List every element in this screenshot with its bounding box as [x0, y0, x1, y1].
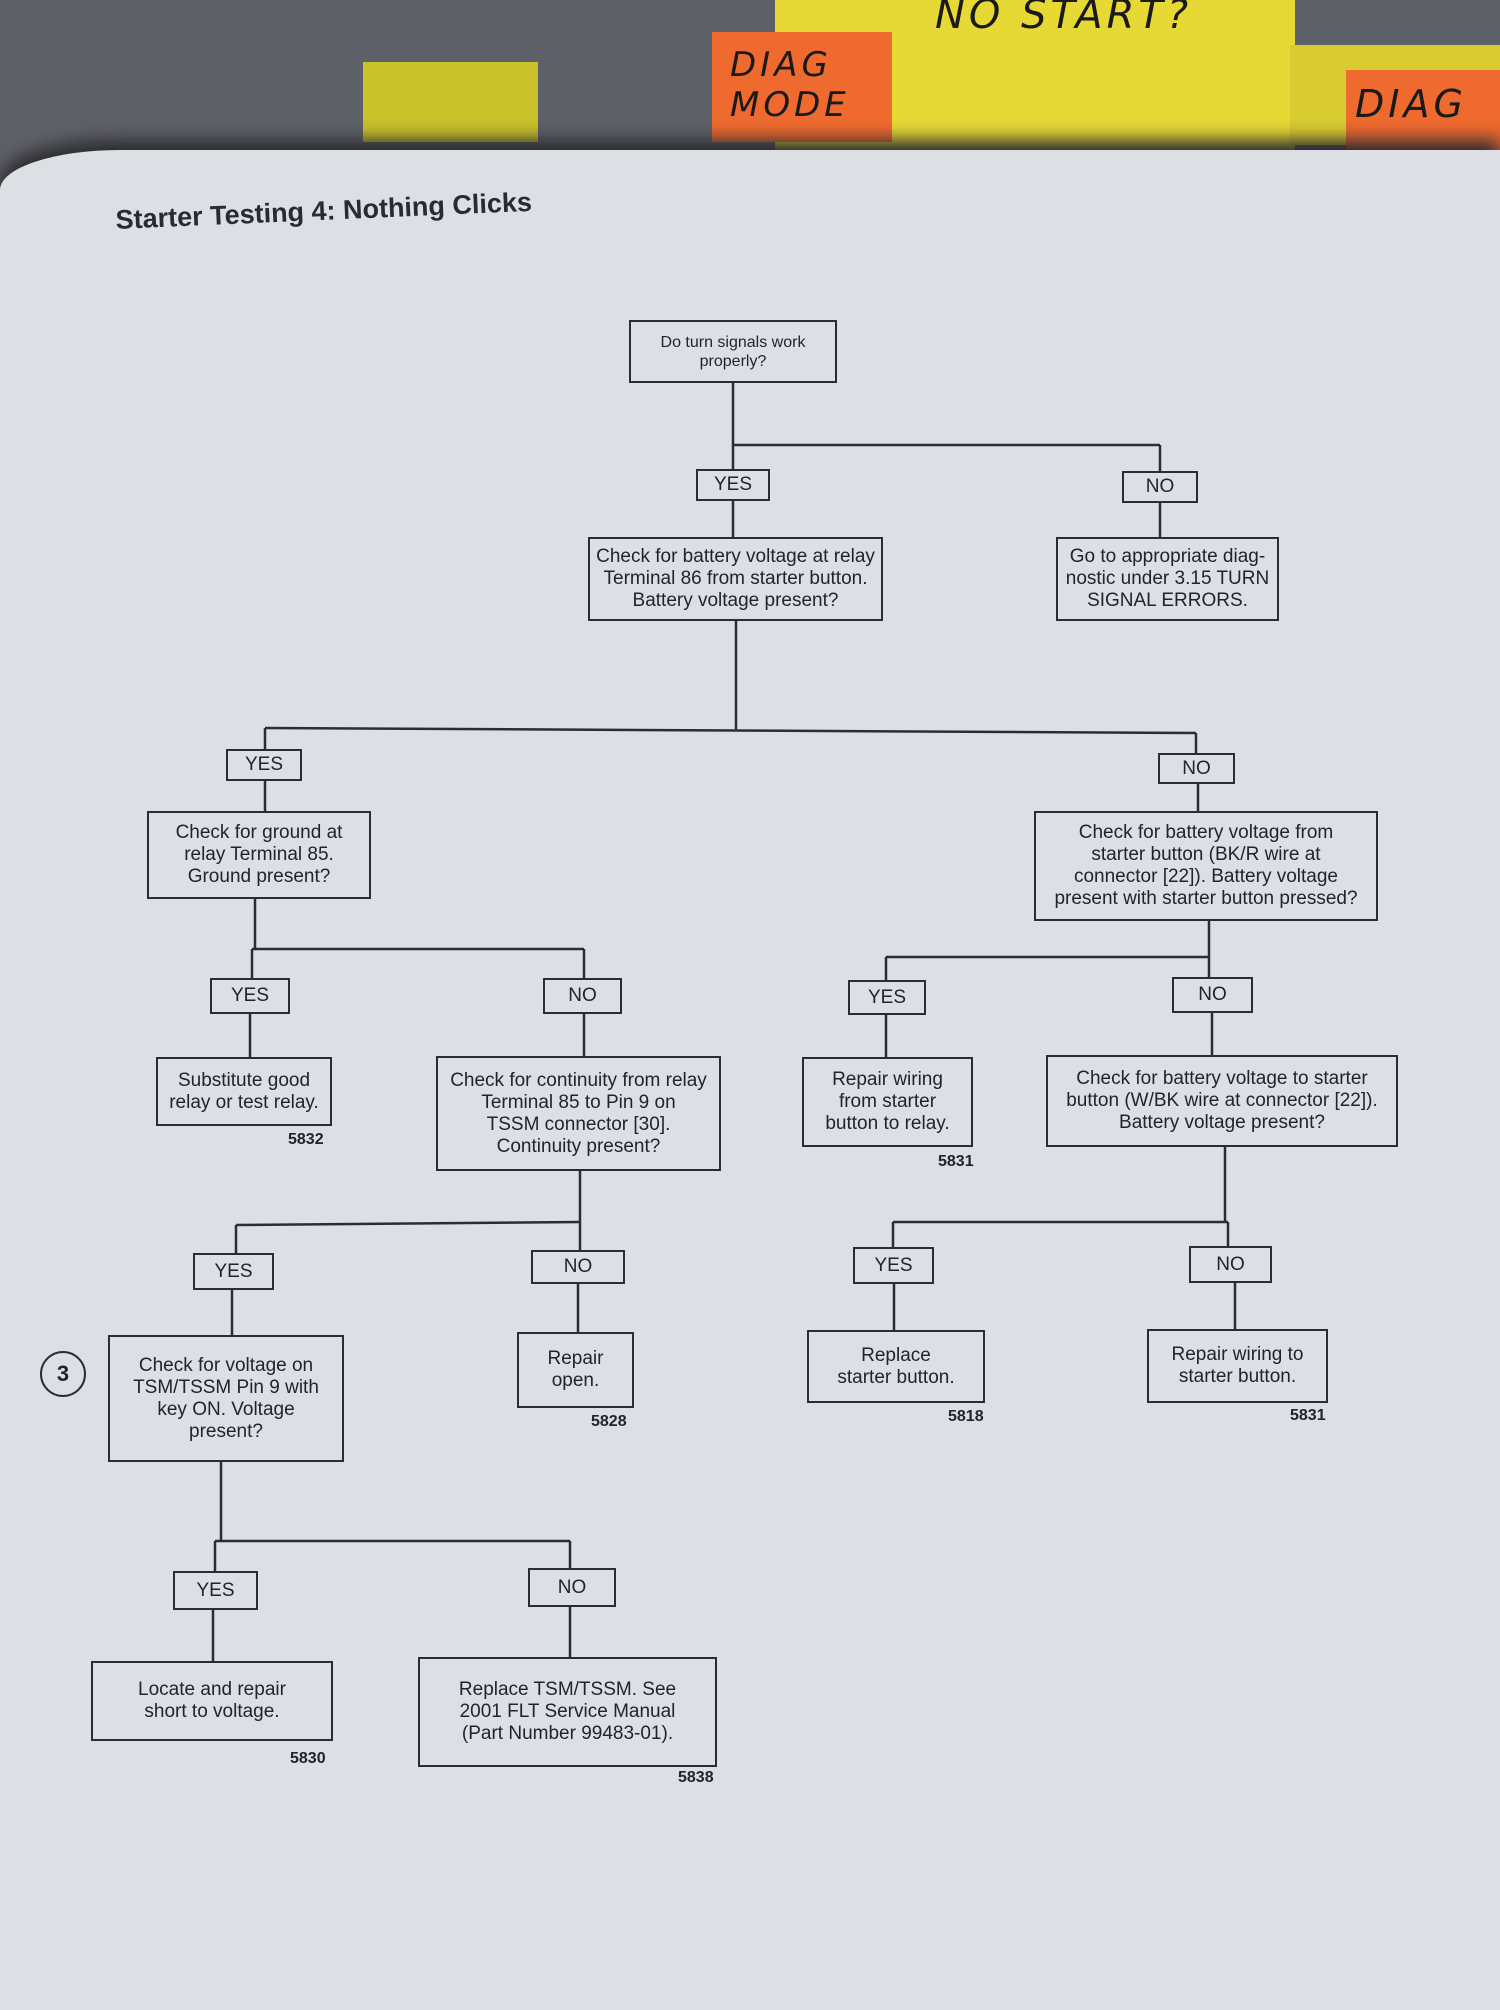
action-locate-short: Locate and repair short to voltage.: [91, 1661, 333, 1741]
question-relay-terminal-86: Check for battery voltage at relay Termi…: [588, 537, 883, 621]
yes-label-ground-85: YES: [210, 978, 290, 1014]
action-replace-tsm: Replace TSM/TSSM. See 2001 FLT Service M…: [418, 1657, 717, 1767]
no-label-to-starter-button: NO: [1189, 1246, 1272, 1283]
no-label-continuity: NO: [531, 1250, 625, 1284]
code-locate-short: 5830: [290, 1750, 326, 1767]
yes-label-from-starter-button: YES: [848, 980, 926, 1015]
yes-label-turn-signals: YES: [696, 469, 770, 501]
sticky-note-orange-right: [1346, 70, 1500, 150]
handwriting-no-start: NO START?: [935, 0, 1193, 38]
code-repair-open: 5828: [591, 1413, 627, 1430]
code-replace-tsm: 5838: [678, 1769, 714, 1786]
code-repair-wiring-to-starter-button: 5831: [1290, 1407, 1326, 1424]
handwriting-diag-mode: DIAG MODE: [730, 45, 850, 125]
code-repair-wiring-to-relay: 5831: [938, 1153, 974, 1170]
no-label-from-starter-button: NO: [1172, 977, 1253, 1013]
action-repair-wiring-to-starter-button: Repair wiring to starter button.: [1147, 1329, 1328, 1403]
question-turn-signals: Do turn signals work properly?: [629, 320, 837, 383]
yes-label-relay-86: YES: [226, 749, 302, 781]
yes-label-tsm-pin-9: YES: [173, 1571, 258, 1610]
action-go-turn-signal-errors: Go to appropriate diag- nostic under 3.1…: [1056, 537, 1279, 621]
question-voltage-to-starter-button: Check for battery voltage to starter but…: [1046, 1055, 1398, 1147]
action-substitute-relay: Substitute good relay or test relay.: [156, 1057, 332, 1126]
action-repair-open: Repair open.: [517, 1332, 634, 1408]
no-label-tsm-pin-9: NO: [528, 1568, 616, 1607]
question-continuity-tssm: Check for continuity from relay Terminal…: [436, 1056, 721, 1171]
step-marker-circle: 3: [40, 1351, 86, 1397]
sticky-note-orange-diag-mode: [712, 32, 892, 142]
yes-label-continuity: YES: [193, 1253, 274, 1290]
no-label-relay-86: NO: [1158, 753, 1235, 784]
handwriting-diag-right: DIAG: [1355, 82, 1467, 126]
no-label-turn-signals: NO: [1122, 471, 1198, 503]
question-voltage-from-starter-button: Check for battery voltage from starter b…: [1034, 811, 1378, 921]
yes-label-to-starter-button: YES: [853, 1247, 934, 1284]
question-ground-terminal-85: Check for ground at relay Terminal 85. G…: [147, 811, 371, 899]
code-replace-starter-button: 5818: [948, 1408, 984, 1425]
sticky-note-yellow-left: [363, 62, 538, 142]
action-repair-wiring-to-relay: Repair wiring from starter button to rel…: [802, 1057, 973, 1147]
action-replace-starter-button: Replace starter button.: [807, 1330, 985, 1403]
no-label-ground-85: NO: [543, 978, 622, 1014]
code-substitute-relay: 5832: [288, 1131, 324, 1148]
question-tsm-pin-9-voltage: Check for voltage on TSM/TSSM Pin 9 with…: [108, 1335, 344, 1462]
